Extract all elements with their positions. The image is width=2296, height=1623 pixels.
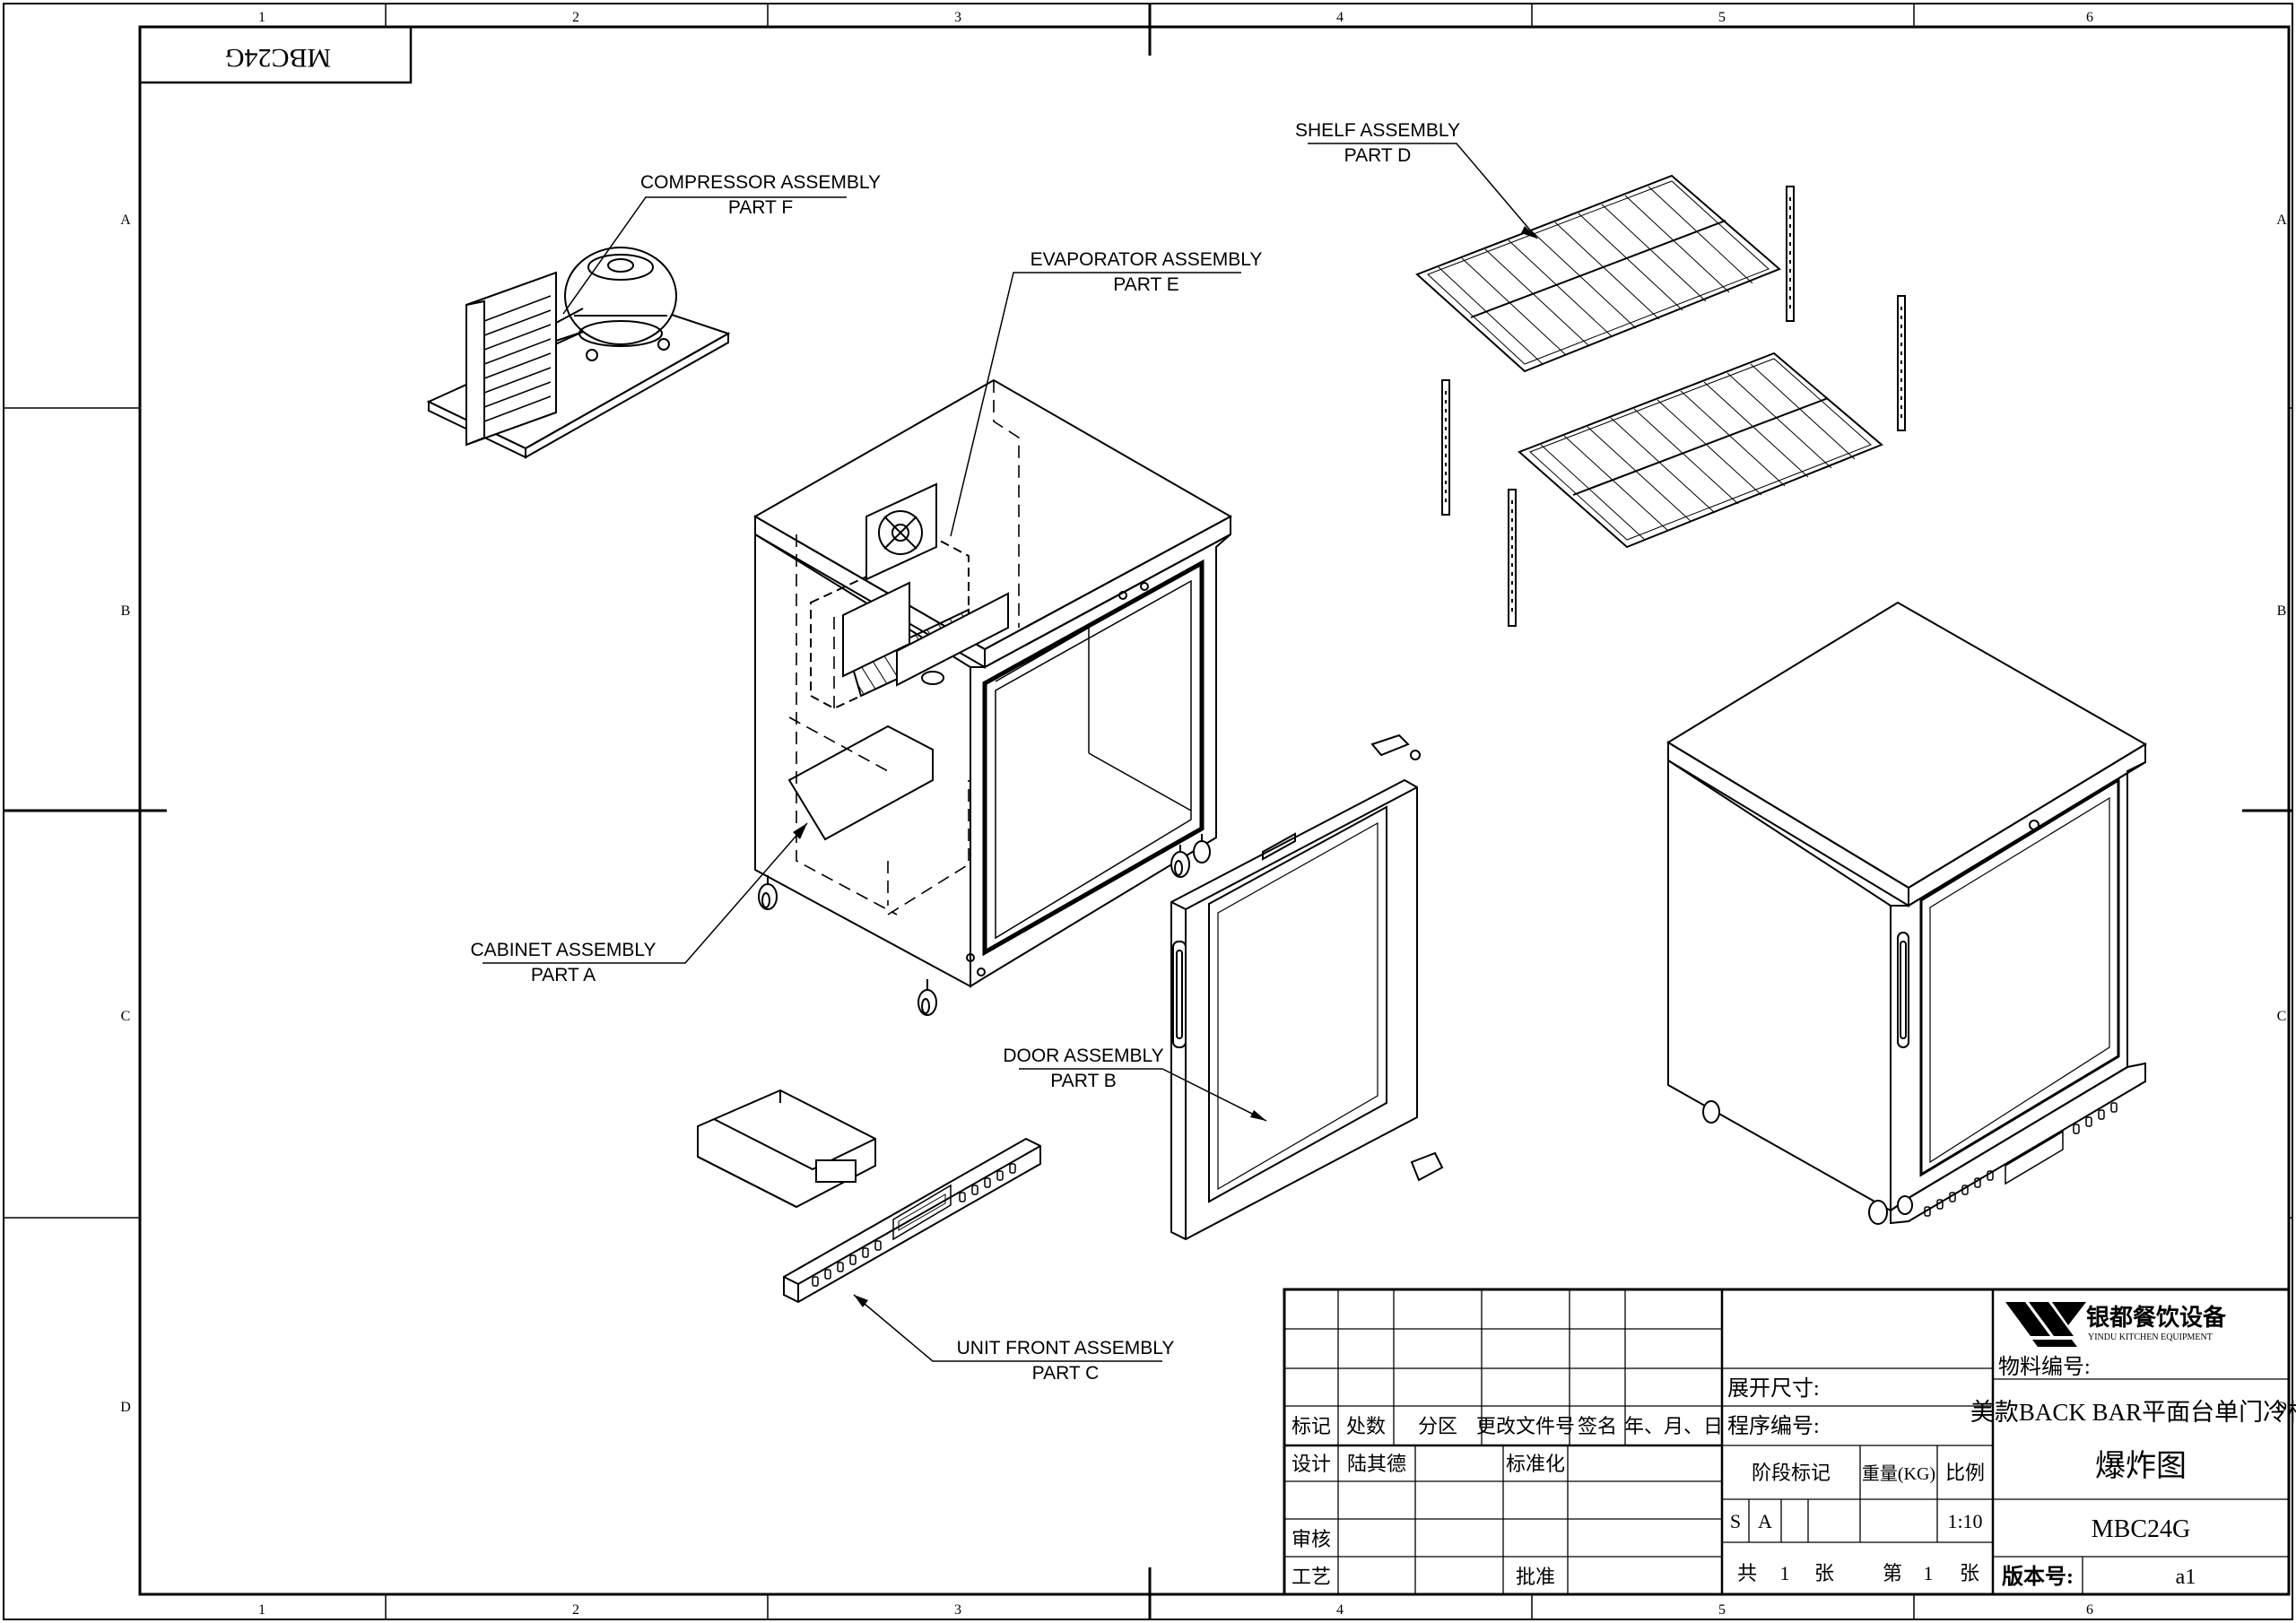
row-label-left: D — [120, 1400, 131, 1415]
col-label-bottom: 2 — [572, 1602, 579, 1618]
compressor-callout: COMPRESSOR ASSEMBLY PART F — [562, 172, 881, 315]
sheets-total: 1 — [1780, 1562, 1790, 1584]
assembled-unit-drawing — [1666, 601, 2147, 1225]
col-label-top: 2 — [572, 10, 579, 25]
door-label: DOOR ASSEMBLY — [1003, 1046, 1163, 1066]
unit-front-callout: UNIT FRONT ASSEMBLY PART C — [853, 1294, 1175, 1384]
drawing-type: 爆炸图 — [2095, 1449, 2187, 1483]
standardization-label: 标准化 — [1506, 1453, 1565, 1475]
row-label-left: C — [121, 1009, 131, 1024]
shelf-standard — [1441, 379, 1450, 516]
col-label-bottom: 4 — [1336, 1602, 1344, 1618]
designer-name: 陆其德 — [1347, 1453, 1406, 1475]
rev-header-count: 处数 — [1346, 1415, 1386, 1437]
company-name-cn: 银都餐饮设备 — [2086, 1305, 2227, 1331]
sheet-frame — [3, 3, 2293, 1620]
title-block: 标记 处数 分区 更改文件号 签名 年、月、日 设计 陆其德 标准化 审核 工艺… — [1283, 1288, 2296, 1596]
unit-front-label: UNIT FRONT ASSEMBLY — [957, 1338, 1175, 1358]
stage-mark-label: 阶段标记 — [1752, 1462, 1831, 1484]
review-label: 审核 — [1292, 1528, 1331, 1550]
row-label-left: A — [120, 213, 131, 228]
sheets-unit: 张 — [1814, 1562, 1834, 1584]
weight-label: 重量(KG) — [1862, 1463, 1935, 1484]
evaporator-label: EVAPORATOR ASSEMBLY — [1031, 249, 1263, 270]
shelf-standard — [1786, 186, 1795, 322]
cabinet-callout: CABINET ASSEMBLY PART A — [471, 822, 808, 985]
shelf-assembly-drawing — [1415, 174, 1906, 627]
rev-header-zone: 分区 — [1418, 1415, 1457, 1437]
compressor-assembly-drawing — [426, 247, 731, 459]
program-no-label: 程序编号: — [1727, 1414, 1820, 1438]
cabinet-caster — [1170, 845, 1190, 878]
row-label-right: A — [2276, 213, 2287, 228]
unit-front-assembly-drawing — [697, 1089, 1041, 1304]
process-label: 工艺 — [1292, 1566, 1331, 1588]
cabinet-caster — [1193, 834, 1211, 864]
door-part: PART B — [1050, 1071, 1117, 1091]
col-label-top: 3 — [954, 10, 961, 25]
approve-label: 批准 — [1516, 1566, 1555, 1588]
row-label-right: D — [2276, 1400, 2287, 1415]
rev-header-doc-no: 更改文件号 — [1476, 1415, 1575, 1437]
ratio-label: 比例 — [1945, 1462, 1985, 1484]
stage-a: A — [1758, 1510, 1772, 1532]
top-stamp: MBC24G — [138, 25, 413, 84]
shelf-callout: SHELF ASSEMBLY PART D — [1295, 120, 1538, 239]
version-value: a1 — [2176, 1566, 2196, 1589]
version-label: 版本号: — [2002, 1565, 2074, 1589]
zone-column-labels: 1 2 3 4 5 6 1 2 3 4 5 6 — [258, 10, 2093, 1618]
unfold-size-label: 展开尺寸: — [1727, 1376, 1820, 1401]
rev-header-signature: 签名 — [1578, 1415, 1617, 1437]
shelf-grid-lower — [1518, 352, 1883, 549]
company-name-en: YINDU KITCHEN EQUIPMENT — [2088, 1332, 2213, 1342]
cabinet-caster — [758, 875, 778, 910]
design-label: 设计 — [1292, 1453, 1331, 1475]
shelf-grid-upper — [1415, 174, 1781, 373]
evaporator-part: PART E — [1113, 274, 1179, 295]
cabinet-caster — [918, 979, 937, 1016]
sheet-no-prefix: 第 — [1883, 1562, 1902, 1584]
door-assembly-drawing — [1170, 733, 1444, 1241]
compressor-part: PART F — [728, 197, 793, 218]
sheets-unit: 张 — [1960, 1562, 1979, 1584]
col-label-bottom: 3 — [954, 1602, 961, 1618]
sheets-total-prefix: 共 — [1737, 1562, 1757, 1584]
col-label-bottom: 5 — [1718, 1602, 1726, 1618]
stage-s: S — [1730, 1510, 1741, 1532]
col-label-top: 1 — [258, 10, 265, 25]
zone-row-labels: A B C D A B C D — [120, 213, 2287, 1415]
cabinet-label: CABINET ASSEMBLY — [471, 940, 657, 960]
material-no-label: 物料编号: — [1998, 1355, 2091, 1379]
rev-header-mark: 标记 — [1292, 1415, 1331, 1437]
row-label-right: B — [2277, 603, 2287, 619]
sheet-no: 1 — [1924, 1562, 1934, 1584]
evaporator-callout: EVAPORATOR ASSEMBLY PART E — [950, 249, 1263, 537]
col-label-top: 6 — [2086, 10, 2093, 25]
shelf-standard — [1508, 489, 1517, 627]
cabinet-part: PART A — [531, 965, 596, 985]
compressor-label: COMPRESSOR ASSEMBLY — [640, 172, 881, 193]
row-label-left: B — [121, 603, 131, 619]
col-label-top: 5 — [1718, 10, 1726, 25]
shelf-standard — [1897, 295, 1906, 431]
col-label-bottom: 6 — [2086, 1602, 2093, 1618]
scale-value: 1:10 — [1947, 1510, 1982, 1532]
company-logo: 银都餐饮设备 YINDU KITCHEN EQUIPMENT — [2005, 1302, 2227, 1347]
col-label-top: 4 — [1336, 10, 1344, 25]
unit-front-part: PART C — [1032, 1363, 1100, 1384]
row-label-right: C — [2277, 1009, 2287, 1024]
rev-header-date: 年、月、日 — [1624, 1415, 1723, 1437]
product-name: 美款BACK BAR平面台单门冷柜 — [1970, 1399, 2296, 1426]
shelf-part: PART D — [1344, 145, 1412, 166]
cabinet-assembly-drawing — [752, 378, 1233, 1016]
col-label-bottom: 1 — [258, 1602, 265, 1618]
model-number: MBC24G — [2092, 1515, 2190, 1543]
top-stamp-text: MBC24G — [225, 43, 331, 73]
door-callout: DOOR ASSEMBLY PART B — [1003, 1046, 1267, 1122]
shelf-label: SHELF ASSEMBLY — [1295, 120, 1460, 141]
